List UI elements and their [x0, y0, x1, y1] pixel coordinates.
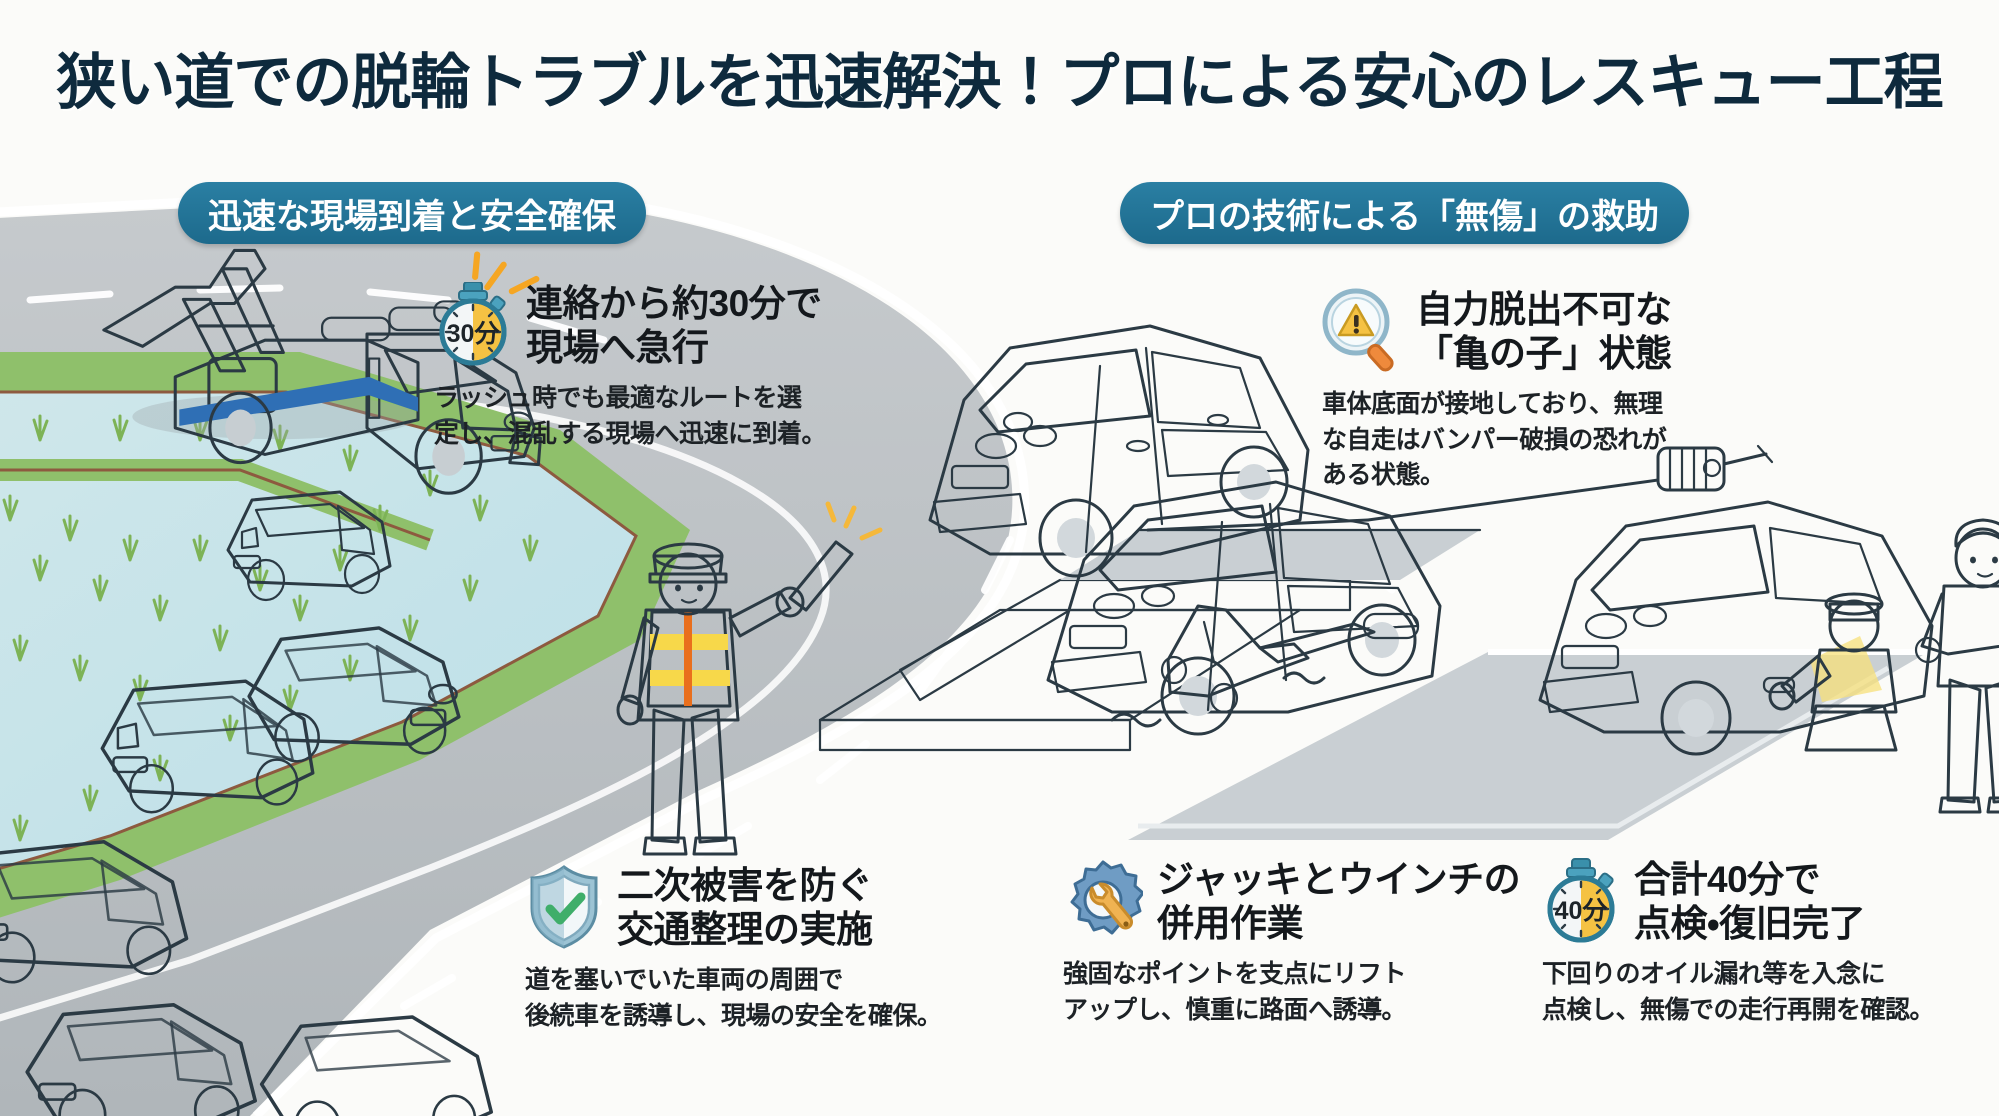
block-jack-winch-head: ジャッキとウインチの 併用作業 — [1063, 858, 1521, 945]
block-jack-winch: ジャッキとウインチの 併用作業 強固なポイントを支点にリフト アップし、慎重に路… — [1063, 858, 1521, 1028]
body-line-2: な自走はバンパー破損の恐れが — [1322, 425, 1667, 454]
heading-line-2: 点検・復旧完了 — [1634, 902, 1866, 944]
body-line-2: アップし、慎重に路面へ誘導。 — [1063, 995, 1407, 1024]
body-line-2: 定し、混乱する現場へ迅速に到着。 — [434, 419, 827, 448]
block-inspection-complete-heading: 合計40分で 点検・復旧完了 — [1634, 858, 1866, 945]
block-traffic-control: 二次被害を防ぐ 交通整理の実施 道を塞いでいた車両の周囲で 後続車を誘導し、現場… — [525, 864, 942, 1034]
queued-car-white — [226, 490, 392, 602]
block-stuck-diagnosis-body: 車体底面が接地しており、無理 な自走はバンパー破損の恐れが ある状態。 — [1322, 387, 1672, 494]
block-inspection-complete-body: 下回りのオイル漏れ等を入念に 点検し、無傷での走行再開を確認。 — [1542, 957, 1935, 1028]
block-arrival-body: ラッシュ時でも最適なルートを選 定し、混乱する現場へ迅速に到着。 — [434, 381, 827, 452]
block-arrival-heading: 連絡から約30分で 現場へ急行 — [526, 282, 822, 369]
body-line-1: 道を塞いでいた車両の周囲で — [525, 966, 843, 995]
tow-truck — [102, 248, 542, 495]
heading-line-1: 合計40分で — [1634, 859, 1821, 900]
block-inspection-complete-head: 40分 合計40分で 点検・復旧完了 — [1542, 858, 1934, 945]
stopwatch-icon: 40分 — [1547, 858, 1615, 943]
section-pill-right: プロの技術による「無傷」の救助 — [1120, 182, 1689, 244]
block-arrival-head: 30分 連絡から約30分で 現場へ急行 — [434, 282, 826, 369]
block-stuck-diagnosis-heading: 自力脱出不可な 「亀の子」状態 — [1416, 288, 1672, 375]
rice-paddy — [0, 352, 690, 918]
section-pill-left: 迅速な現場到着と安全確保 — [178, 182, 646, 244]
heading-line-2: 併用作業 — [1157, 902, 1304, 944]
block-traffic-control-head: 二次被害を防ぐ 交通整理の実施 — [525, 864, 942, 951]
block-traffic-control-body: 道を塞いでいた車両の周囲で 後続車を誘導し、現場の安全を確保。 — [525, 963, 942, 1034]
block-stuck-diagnosis: 自力脱出不可な 「亀の子」状態 車体底面が接地しており、無理 な自走はバンパー破… — [1322, 288, 1672, 494]
traffic-officer — [616, 501, 883, 856]
body-line-2: 後続車を誘導し、現場の安全を確保。 — [525, 1001, 942, 1030]
block-jack-winch-body: 強固なポイントを支点にリフト アップし、慎重に路面へ誘導。 — [1063, 957, 1520, 1028]
heading-line-1: 自力脱出不可な — [1416, 289, 1672, 330]
body-line-3: ある状態。 — [1322, 461, 1445, 490]
stopwatch-value: 40分 — [1555, 897, 1609, 925]
heading-line-1: ジャッキとウインチの — [1157, 859, 1521, 900]
page-title: 狭い道での脱輪トラブルを迅速解決！プロによる安心のレスキュー工程 — [56, 49, 1943, 116]
stopwatch-icon: 30分 — [439, 282, 507, 366]
shield-check-icon — [530, 865, 598, 949]
block-traffic-control-heading: 二次被害を防ぐ 交通整理の実施 — [617, 864, 873, 951]
inspection-scene — [1538, 500, 1999, 814]
body-line-1: 車体底面が接地しており、無理 — [1322, 390, 1663, 419]
block-inspection-complete: 40分 合計40分で 点検・復旧完了 下回りのオイル漏れ等を入念に 点検し、無傷… — [1542, 858, 1935, 1028]
jack-winch-scene — [1046, 444, 1928, 840]
heading-line-2: 「亀の子」状態 — [1416, 332, 1672, 374]
heading-line-2: 現場へ急行 — [526, 326, 709, 368]
gear-wrench-icon — [1070, 860, 1143, 935]
heading-line-2: 交通整理の実施 — [617, 908, 873, 950]
block-stuck-diagnosis-head: 自力脱出不可な 「亀の子」状態 — [1322, 288, 1672, 375]
queued-car-green-front — [259, 1015, 494, 1116]
stopwatch-value: 30分 — [447, 320, 501, 348]
heading-line-1: 連絡から約30分で — [526, 283, 822, 324]
queued-car-green — [247, 626, 461, 763]
body-line-1: ラッシュ時でも最適なルートを選 — [434, 384, 802, 413]
queued-car-blue — [0, 840, 189, 984]
body-line-1: 下回りのオイル漏れ等を入念に — [1542, 960, 1886, 989]
body-line-1: 強固なポイントを支点にリフト — [1063, 960, 1407, 989]
queued-car-yellow — [25, 1003, 258, 1116]
block-jack-winch-heading: ジャッキとウインチの 併用作業 — [1157, 858, 1521, 945]
body-line-2: 点検し、無傷での走行再開を確認。 — [1542, 995, 1935, 1024]
magnifier-warning-icon — [1322, 288, 1394, 372]
heading-line-1: 二次被害を防ぐ — [617, 865, 873, 906]
block-arrival: 30分 連絡から約30分で 現場へ急行 ラッシュ時でも最適なルートを選 定し、混… — [434, 282, 827, 452]
